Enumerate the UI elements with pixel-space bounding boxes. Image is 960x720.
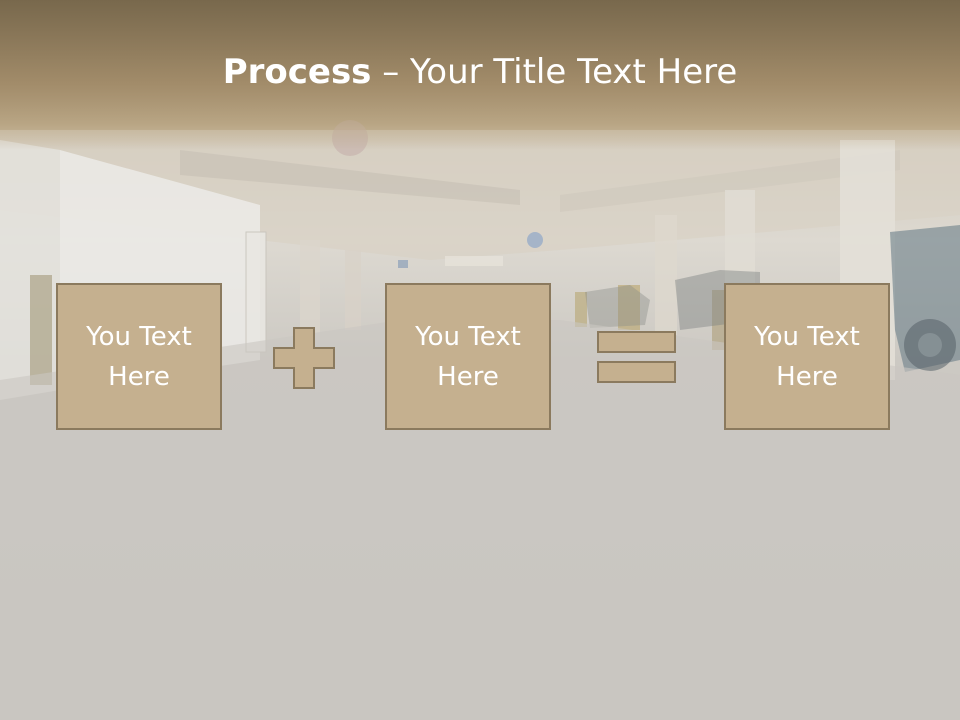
process-box-1-line-2: Here — [108, 361, 170, 392]
process-box-1[interactable]: You Text Here — [56, 283, 222, 430]
process-box-1-text: You Text Here — [69, 317, 209, 397]
slide-title-bold: Process — [222, 52, 372, 92]
process-box-2-line-1: You Text — [415, 321, 521, 352]
equals-icon — [597, 331, 676, 383]
process-box-3[interactable]: You Text Here — [724, 283, 890, 430]
slide-title: Process – Your Title Text Here — [0, 52, 960, 92]
slide-title-rest: – Your Title Text Here — [371, 52, 738, 92]
plus-icon — [273, 327, 335, 389]
title-band — [0, 0, 960, 150]
process-box-3-line-2: Here — [776, 361, 838, 392]
process-box-3-text: You Text Here — [737, 317, 877, 397]
process-box-3-line-1: You Text — [754, 321, 860, 352]
process-box-2[interactable]: You Text Here — [385, 283, 551, 430]
process-box-1-line-1: You Text — [86, 321, 192, 352]
process-box-2-text: You Text Here — [398, 317, 538, 397]
process-box-2-line-2: Here — [437, 361, 499, 392]
